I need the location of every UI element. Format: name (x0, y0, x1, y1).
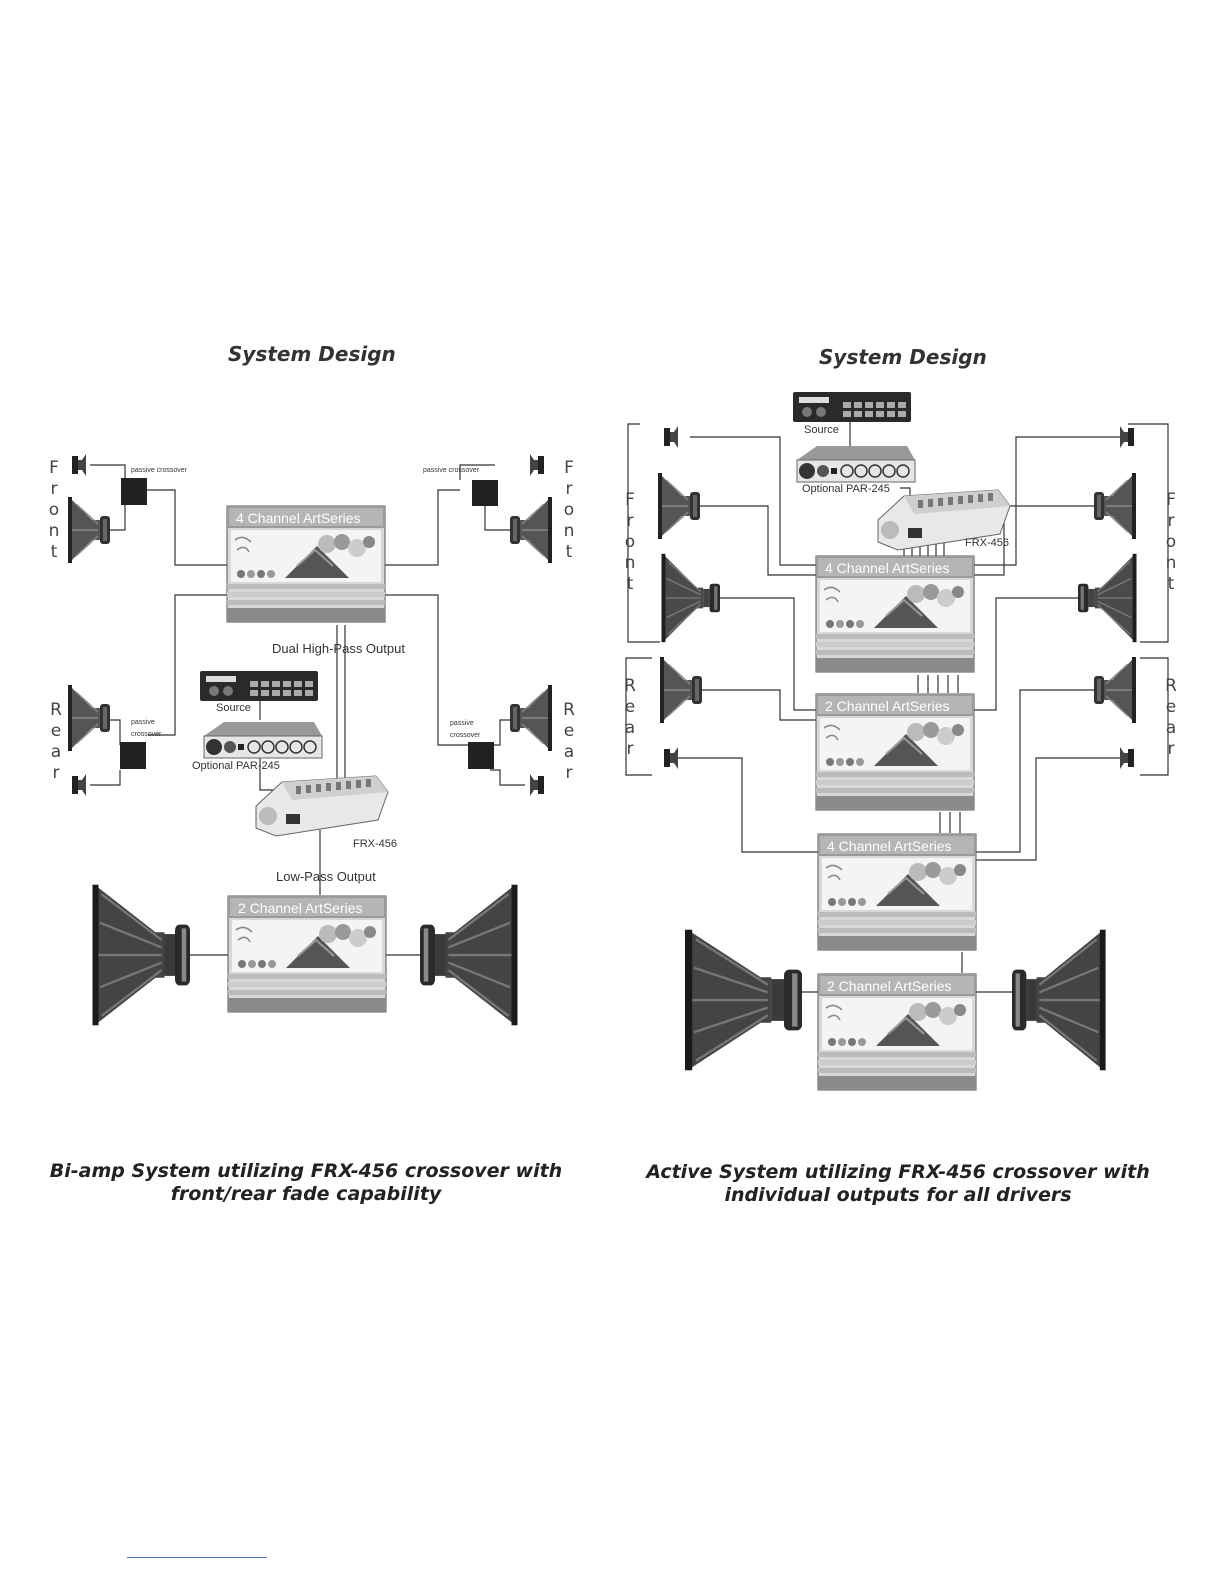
right-caption: Active System utilizing FRX-456 crossove… (638, 1161, 1158, 1207)
midrange-speaker-icon (1093, 472, 1137, 540)
left-caption-line2: front/rear fade capability (170, 1183, 442, 1205)
right-heading: System Design (819, 345, 987, 369)
vertical-letters: Rear (1161, 676, 1181, 760)
right-front-label-right: Front (1161, 490, 1181, 595)
amp-label-4: 2 Channel ArtSeries (827, 978, 952, 994)
crossover-label-rear-right: crossover (450, 732, 481, 739)
head-unit-icon (200, 671, 318, 701)
right-caption-line1: Active System utilizing FRX-456 crossove… (646, 1161, 1150, 1183)
left-caption: Bi-amp System utilizing FRX-456 crossove… (46, 1160, 566, 1206)
midrange-speaker-icon (509, 496, 553, 564)
source-label: Source (804, 424, 839, 436)
tweeter-speaker-icon (72, 454, 86, 476)
left-front-label-right: Front (559, 458, 579, 563)
tweeter-speaker-icon (664, 426, 678, 448)
subwoofer-speaker-icon (418, 883, 519, 1027)
equalizer-icon (796, 445, 916, 483)
vertical-letters: Rear (559, 700, 579, 784)
woofer-speaker-icon (660, 553, 721, 643)
frx-label: FRX-456 (353, 838, 398, 850)
midrange-speaker-icon (1093, 656, 1137, 724)
amp-label-4ch: 4 Channel ArtSeries (236, 510, 361, 526)
electronic-crossover-icon (255, 775, 389, 837)
passive-crossover-icon (472, 480, 498, 506)
head-unit-icon (793, 392, 911, 422)
tweeter-speaker-icon (1120, 747, 1134, 769)
amp-label-3: 4 Channel ArtSeries (827, 838, 952, 854)
footer-rule (127, 1557, 267, 1558)
source-label: Source (216, 702, 251, 714)
midrange-speaker-icon (657, 472, 701, 540)
subwoofer-speaker-icon (91, 883, 192, 1027)
right-rear-label-left: Rear (620, 676, 640, 760)
passive-crossover-icon (468, 742, 494, 769)
vertical-letters: Front (620, 490, 640, 595)
crossover-label-rear-left: crossover (131, 731, 162, 738)
midrange-speaker-icon (659, 656, 703, 724)
vertical-letters: Rear (46, 700, 66, 784)
amp-label-2: 2 Channel ArtSeries (825, 698, 950, 714)
vertical-letters: Front (44, 458, 64, 563)
right-front-label-left: Front (620, 490, 640, 595)
vertical-letters: Front (1161, 490, 1181, 595)
right-caption-line2: individual outputs for all drivers (724, 1184, 1072, 1206)
midrange-speaker-icon (67, 684, 111, 752)
subwoofer-speaker-icon (1010, 928, 1107, 1072)
tweeter-speaker-icon (530, 454, 544, 476)
passive-crossover-icon (120, 742, 146, 769)
tweeter-speaker-icon (664, 747, 678, 769)
left-rear-label-left: Rear (46, 700, 66, 784)
tweeter-speaker-icon (1120, 426, 1134, 448)
optional-par-label: Optional PAR-245 (802, 483, 890, 495)
passive-label-rear-right: passive (450, 720, 474, 727)
passive-crossover-label-front-left: passive crossover (131, 467, 188, 474)
left-rear-label-right: Rear (559, 700, 579, 784)
amp-label-1: 4 Channel ArtSeries (825, 560, 950, 576)
equalizer-icon (203, 721, 323, 759)
tweeter-speaker-icon (530, 774, 544, 796)
left-diagram (90, 464, 525, 956)
midrange-speaker-icon (509, 684, 553, 752)
passive-crossover-icon (121, 478, 147, 505)
passive-crossover-label-front-right: passive crossover (423, 467, 480, 474)
vertical-letters: Rear (620, 676, 640, 760)
vertical-letters: Front (559, 458, 579, 563)
left-caption-line1: Bi-amp System utilizing FRX-456 crossove… (49, 1160, 563, 1182)
dual-high-pass-label: Dual High-Pass Output (272, 641, 405, 656)
left-heading: System Design (228, 342, 396, 366)
subwoofer-speaker-icon (683, 928, 804, 1072)
amp-label-2ch: 2 Channel ArtSeries (238, 900, 363, 916)
passive-label-rear-left: passive (131, 719, 155, 726)
right-rear-label-right: Rear (1161, 676, 1181, 760)
optional-par-label: Optional PAR-245 (192, 760, 280, 772)
right-diagram (625, 420, 1169, 993)
woofer-speaker-icon (1077, 553, 1138, 643)
tweeter-speaker-icon (72, 774, 86, 796)
low-pass-label: Low-Pass Output (276, 869, 376, 884)
left-front-label-left: Front (44, 458, 64, 563)
frx-label: FRX-456 (965, 537, 1010, 549)
midrange-speaker-icon (67, 496, 111, 564)
